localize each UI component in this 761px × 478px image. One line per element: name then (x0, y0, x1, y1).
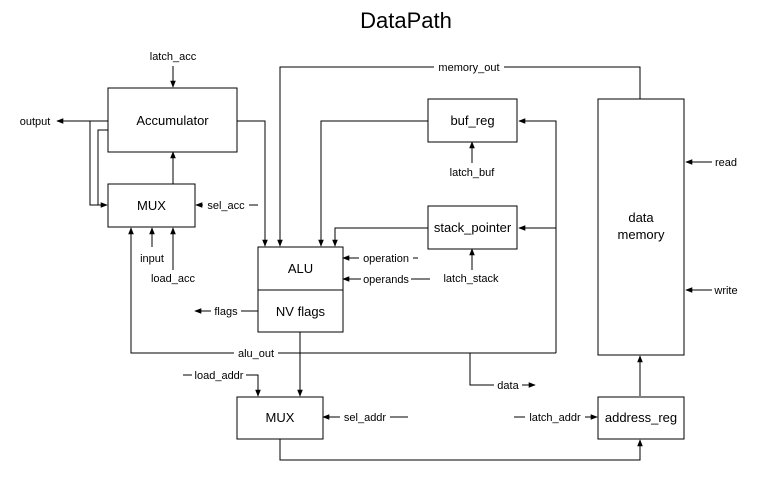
mux-addr-block (236, 396, 324, 440)
label-sel-addr: sel_addr (344, 412, 387, 424)
wire-alu-out-to-mux (128, 227, 556, 354)
label-alu-out: alu_out (238, 348, 274, 360)
data-memory-block (597, 98, 685, 356)
label-output: output (20, 116, 51, 128)
signal-labels: latch_acc output sel_acc input load_acc … (20, 51, 738, 424)
label-load-addr: load_addr (195, 370, 244, 382)
label-write: write (713, 285, 737, 297)
label-latch-acc: latch_acc (150, 51, 197, 63)
label-operands: operands (363, 274, 409, 286)
wire-acc-feedback-outer (89, 120, 108, 208)
diagram-title: DataPath (360, 8, 452, 33)
label-operation: operation (363, 253, 409, 265)
address-reg-block (597, 396, 685, 440)
mux-acc-block (107, 183, 196, 228)
stack-pointer-block (427, 205, 518, 250)
alu-label: ALU (288, 261, 313, 276)
accumulator-block (107, 87, 238, 153)
label-latch-buf: latch_buf (450, 167, 496, 179)
stack-pointer-label: stack_pointer (434, 220, 512, 235)
accumulator-label: Accumulator (136, 113, 209, 128)
nv-flags-block (257, 289, 344, 333)
wire-acc-feedback-inner (97, 129, 108, 205)
blocks: Accumulator MUX ALU NV flags buf_reg sta… (107, 87, 685, 440)
alu-block (257, 246, 344, 291)
data-memory-label-line2: memory (618, 227, 665, 242)
mux-addr-label: MUX (266, 410, 295, 425)
buf-reg-block (427, 98, 518, 143)
wire-alu-out-to-buf (518, 118, 557, 353)
label-latch-stack: latch_stack (443, 273, 499, 285)
wire-buf-to-alu (318, 120, 428, 247)
label-input: input (140, 253, 164, 265)
label-read: read (715, 157, 737, 169)
wire-sp-to-alu (332, 227, 428, 247)
label-flags: flags (214, 306, 238, 318)
label-load-acc: load_acc (151, 273, 196, 285)
wire-mux-addr-to-address-reg (279, 439, 643, 461)
address-reg-label: address_reg (605, 410, 677, 425)
label-sel-acc: sel_acc (207, 200, 245, 212)
data-memory-label-line1: data (628, 210, 654, 225)
nv-flags-label: NV flags (276, 304, 326, 319)
buf-reg-label: buf_reg (450, 113, 494, 128)
label-data: data (497, 380, 519, 392)
label-latch-addr: latch_addr (529, 412, 581, 424)
label-memory-out: memory_out (438, 62, 499, 74)
wire-acc-to-alu (237, 120, 268, 247)
mux-acc-label: MUX (137, 198, 166, 213)
